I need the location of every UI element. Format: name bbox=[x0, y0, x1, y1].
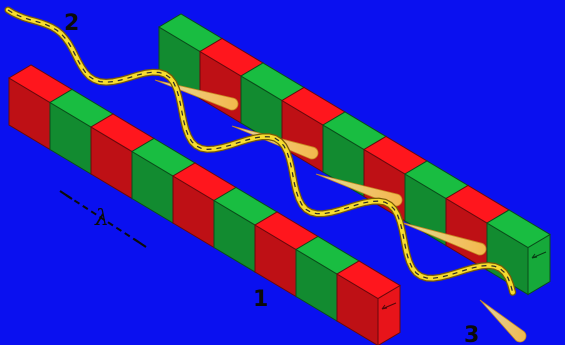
label-electron-beam: 2 bbox=[64, 11, 79, 36]
electron-beam-axis bbox=[7, 9, 514, 293]
electron-beam-path bbox=[4, 6, 517, 296]
magnet-row-back bbox=[158, 13, 551, 296]
radiation-cone-4 bbox=[399, 221, 487, 256]
period-label: λ bbox=[94, 206, 109, 231]
radiation-cone-5 bbox=[479, 299, 527, 343]
label-magnets: 1 bbox=[253, 287, 268, 312]
magnet-front-9 bbox=[336, 260, 401, 345]
label-synchrotron-radiation: 3 bbox=[464, 323, 479, 345]
radiation-cone-2 bbox=[231, 125, 319, 160]
magnet-back-9 bbox=[486, 209, 551, 296]
period-marker: λ bbox=[59, 190, 147, 248]
magnet-row-front bbox=[8, 64, 401, 345]
